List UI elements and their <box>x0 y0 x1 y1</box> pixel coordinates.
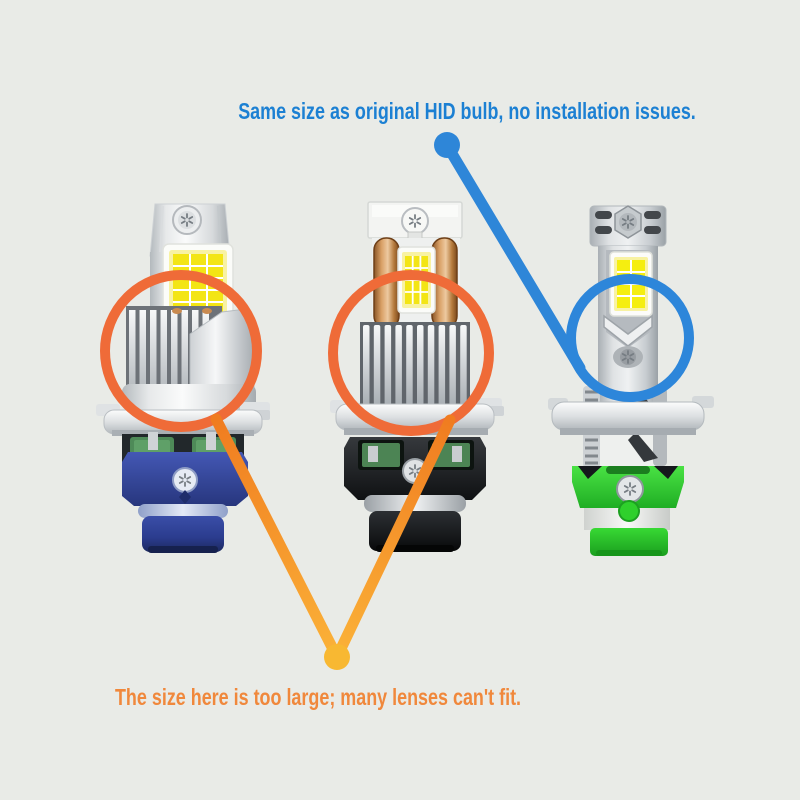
highlight-circle-right <box>566 274 694 402</box>
highlight-circle-middle <box>328 270 494 436</box>
bulb-left-blue-base <box>96 203 270 553</box>
flange-right <box>548 396 714 435</box>
annotation-layer <box>100 132 694 670</box>
callout-line-blue <box>442 141 586 374</box>
heatsink-middle <box>360 322 470 408</box>
heatsink-left <box>122 306 256 410</box>
caption-bottom: The size here is too large; many lenses … <box>114 684 522 710</box>
callout-dot-orange <box>324 644 350 670</box>
callout-line-orange-left <box>210 413 343 663</box>
chevron-detail <box>603 314 653 347</box>
callout-line-orange-right <box>331 414 456 663</box>
socket-right-green <box>572 466 684 556</box>
bulb-right-cap <box>589 205 667 247</box>
highlight-circle-left <box>100 270 262 432</box>
bulb-middle-head <box>367 201 463 242</box>
bulb-right-green-base <box>548 205 714 556</box>
socket-left-blue <box>122 452 248 553</box>
screw-icon <box>613 346 643 368</box>
screw-icon <box>172 205 202 235</box>
caption-top: Same size as original HID bulb, no insta… <box>238 98 696 124</box>
led-chip-left <box>162 243 234 323</box>
callout-dot-blue <box>434 132 460 158</box>
